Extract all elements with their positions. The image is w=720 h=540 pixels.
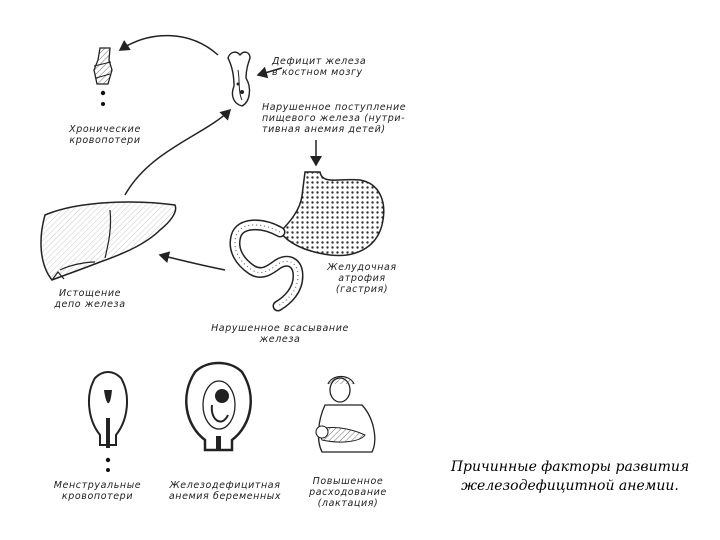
label-pregnancy-anemia: Железодефицитная анемия беременных — [160, 480, 290, 502]
label-line: тивная анемия детей) — [262, 124, 386, 135]
label-line: (гастрия) — [335, 284, 389, 295]
label-line: депо железа — [54, 299, 126, 310]
label-iron-deficiency-marrow: Дефицит железа в костном мозгу — [272, 56, 392, 78]
label-line: Нарушенное поступление — [262, 102, 407, 113]
uterus-pregnancy-icon — [185, 361, 252, 452]
label-line: атрофия — [338, 273, 386, 284]
label-gastric-atrophy: Желудочная атрофия (гастрия) — [322, 262, 402, 295]
caption-line: железодефицитной анемии. — [461, 478, 679, 494]
mother-infant-icon — [315, 375, 376, 453]
label-menstrual-blood-loss: Менструальные кровопотери — [45, 480, 150, 502]
label-line: железа — [259, 334, 301, 345]
label-line: Менструальные — [53, 480, 142, 491]
liver-icon — [40, 201, 177, 281]
bleeding-vessel-icon — [93, 47, 113, 106]
label-line: пищевого железа (нутри- — [262, 113, 406, 124]
caption-line: Причинные факторы развития — [450, 459, 690, 475]
arrow-intestine-to-liver — [158, 251, 226, 271]
figure-caption: Причинные факторы развития железодефицит… — [425, 458, 715, 496]
arrow-marrow-to-bloodloss — [118, 34, 219, 56]
label-lactation: Повышенное расходование (лактация) — [298, 476, 398, 509]
stomach-intestine-icon — [229, 171, 385, 312]
label-line: расходование — [309, 487, 387, 498]
label-line: кровопотери — [69, 135, 141, 146]
label-chronic-blood-loss: Хронические кровопотери — [50, 124, 160, 146]
label-line: Желудочная — [327, 262, 397, 273]
label-line: (лактация) — [317, 498, 379, 509]
label-line: анемия беременных — [168, 491, 282, 502]
uterus-menstrual-icon — [88, 371, 128, 472]
label-impaired-dietary-intake: Нарушенное поступление пищевого железа (… — [262, 102, 412, 135]
label-line: Дефицит железа — [272, 56, 367, 67]
bone-marrow-icon — [227, 51, 251, 107]
label-line: Железодефицитная — [169, 480, 281, 491]
label-iron-depot-depletion: Истощение депо железа — [40, 288, 140, 310]
label-line: Хронические — [69, 124, 141, 135]
label-line: Истощение — [58, 288, 122, 299]
arrow-liver-to-marrow — [124, 108, 232, 196]
label-line: в костном мозгу — [272, 67, 363, 78]
label-line: Нарушенное всасывание — [211, 323, 349, 334]
label-line: кровопотери — [61, 491, 134, 502]
label-impaired-absorption: Нарушенное всасывание железа — [205, 323, 355, 345]
arrow-label-to-marrow — [256, 66, 283, 79]
label-line: Повышенное — [312, 476, 384, 487]
